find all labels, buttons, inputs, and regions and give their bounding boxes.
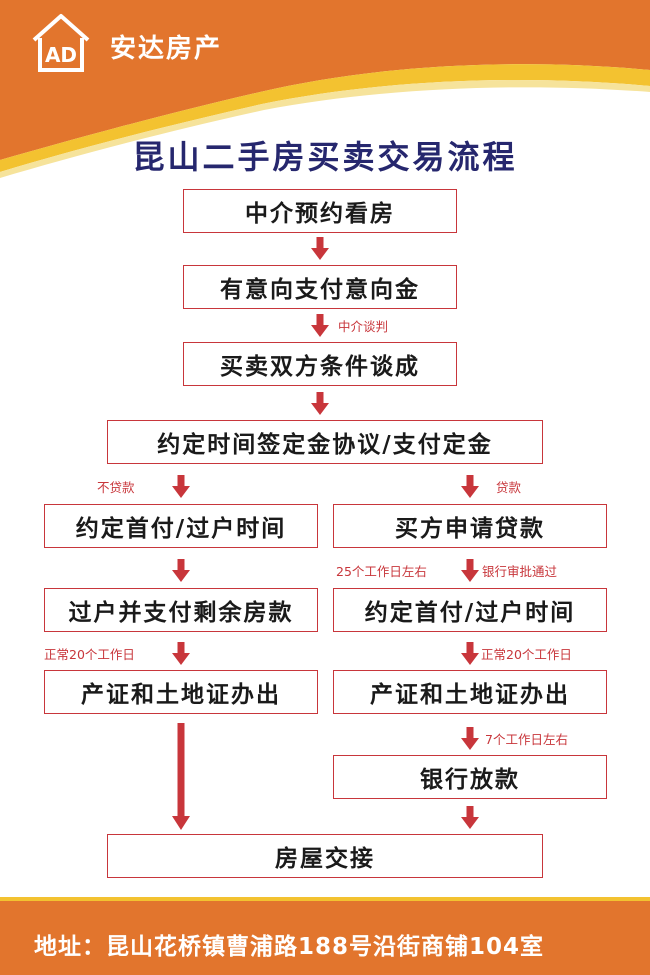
step-left-transfer: 过户并支付剩余房款: [44, 588, 318, 632]
arrow-down-icon: [461, 806, 479, 829]
step-right-bank-release: 银行放款: [333, 755, 607, 799]
step-viewing: 中介预约看房: [183, 189, 457, 233]
label-left-days: 正常20个工作日: [44, 647, 135, 662]
label-approval-days: 25个工作日左右: [336, 564, 427, 579]
footer-address: 地址：昆山花桥镇曹浦路188号沿街商铺104室: [34, 934, 545, 960]
label-bank-approval: 银行审批通过: [482, 564, 558, 579]
step-left-schedule: 约定首付/过户时间: [44, 504, 318, 548]
page-title: 昆山二手房买卖交易流程: [132, 138, 518, 176]
long-arrow-down-icon: [172, 723, 190, 830]
arrow-down-icon: [461, 475, 479, 498]
arrow-down-icon: [311, 392, 329, 415]
label-right-days: 正常20个工作日: [481, 647, 572, 662]
arrow-down-icon: [461, 642, 479, 665]
arrow-down-icon: [172, 642, 190, 665]
label-release-days: 7个工作日左右: [485, 732, 568, 747]
arrow-down-icon: [461, 727, 479, 750]
arrow-down-icon: [172, 559, 190, 582]
step-right-certificates: 产证和土地证办出: [333, 670, 607, 714]
step-terms-agreed: 买卖双方条件谈成: [183, 342, 457, 386]
brand-name: 安达房产: [110, 34, 223, 64]
arrow-down-icon: [172, 475, 190, 498]
brand-logo-icon: AD: [30, 12, 92, 74]
arrow-down-icon: [311, 314, 329, 337]
step-right-loan-application: 买方申请贷款: [333, 504, 607, 548]
label-no-loan: 不贷款: [97, 480, 135, 495]
step-handover: 房屋交接: [107, 834, 543, 878]
step-left-certificates: 产证和土地证办出: [44, 670, 318, 714]
logo-text: AD: [45, 43, 77, 67]
step-deposit-agreement: 约定时间签定金协议/支付定金: [107, 420, 543, 464]
label-negotiation: 中介谈判: [338, 319, 389, 334]
arrow-down-icon: [311, 237, 329, 260]
step-right-schedule: 约定首付/过户时间: [333, 588, 607, 632]
arrow-down-icon: [461, 559, 479, 582]
label-loan: 贷款: [496, 480, 522, 495]
step-intent-deposit: 有意向支付意向金: [183, 265, 457, 309]
